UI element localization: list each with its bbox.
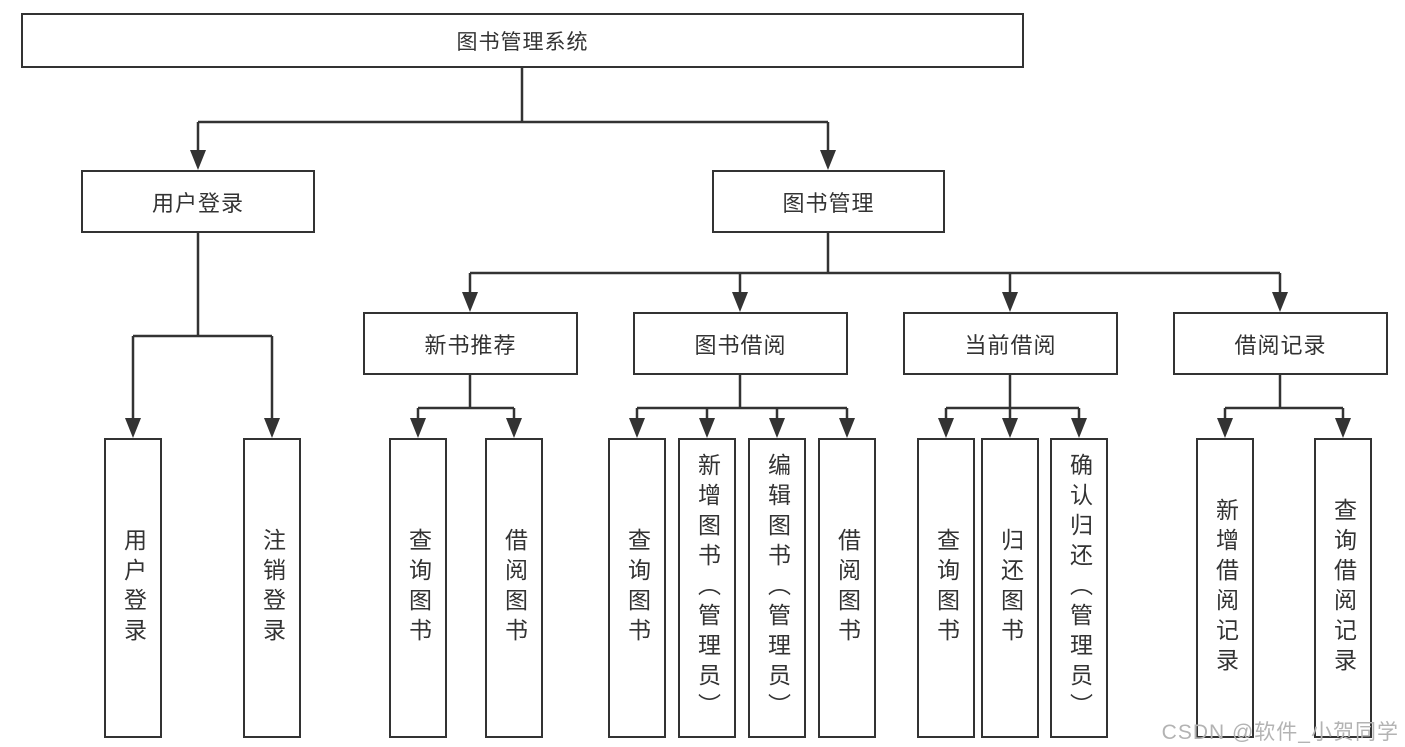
node-current-borrow-label: 当前借阅 — [964, 332, 1057, 358]
connector-user-login-to-leaves — [125, 233, 280, 438]
node-book-borrow-label: 图书借阅 — [694, 332, 787, 358]
node-new-book-recommend: 新书推荐 — [363, 312, 578, 375]
leaf-add-book-admin: 新增图书（管理员） — [678, 438, 736, 738]
leaf-borrow-borrow-book: 借阅图书 — [818, 438, 876, 738]
leaf-add-borrow-record: 新增借阅记录 — [1196, 438, 1254, 738]
node-book-borrow: 图书借阅 — [633, 312, 848, 375]
leaf-recommend-query-book: 查询图书 — [389, 438, 447, 738]
leaf-return-book-label: 归还图书 — [997, 528, 1024, 648]
leaf-add-book-admin-label: 新增图书（管理员） — [694, 453, 721, 723]
leaf-return-book: 归还图书 — [981, 438, 1039, 738]
leaf-edit-book-admin: 编辑图书（管理员） — [748, 438, 806, 738]
leaf-borrow-query-book: 查询图书 — [608, 438, 666, 738]
node-new-book-recommend-label: 新书推荐 — [424, 332, 517, 358]
leaf-current-query-book-label: 查询图书 — [933, 528, 960, 648]
node-borrow-records-label: 借阅记录 — [1234, 332, 1327, 358]
leaf-confirm-return-admin-label: 确认归还（管理员） — [1066, 453, 1093, 723]
connector-root-to-level2 — [190, 68, 836, 170]
node-root-label: 图书管理系统 — [456, 30, 589, 54]
connector-borrow-records-to-leaves — [1217, 375, 1351, 438]
connector-book-management-to-level3 — [462, 233, 1288, 312]
leaf-logout: 注销登录 — [243, 438, 301, 738]
leaf-logout-label: 注销登录 — [259, 528, 286, 648]
connector-new-book-recommend-to-leaves — [410, 375, 522, 438]
leaf-query-borrow-record: 查询借阅记录 — [1314, 438, 1372, 738]
node-user-login-label: 用户登录 — [151, 190, 244, 216]
leaf-borrow-borrow-book-label: 借阅图书 — [834, 528, 861, 648]
leaf-recommend-borrow-book-label: 借阅图书 — [501, 528, 528, 648]
node-user-login: 用户登录 — [81, 170, 315, 233]
leaf-recommend-borrow-book: 借阅图书 — [485, 438, 543, 738]
leaf-edit-book-admin-label: 编辑图书（管理员） — [764, 453, 791, 723]
leaf-confirm-return-admin: 确认归还（管理员） — [1050, 438, 1108, 738]
leaf-current-query-book: 查询图书 — [917, 438, 975, 738]
node-root: 图书管理系统 — [21, 13, 1024, 68]
leaf-query-borrow-record-label: 查询借阅记录 — [1330, 498, 1357, 678]
node-book-management: 图书管理 — [712, 170, 945, 233]
node-borrow-records: 借阅记录 — [1173, 312, 1388, 375]
connector-book-borrow-to-leaves — [629, 375, 855, 438]
node-book-management-label: 图书管理 — [782, 190, 875, 216]
connector-current-borrow-to-leaves — [938, 375, 1087, 438]
leaf-user-login-label: 用户登录 — [120, 528, 147, 648]
csdn-watermark: CSDN @软件_小贺同学 — [1161, 721, 1399, 744]
leaf-borrow-query-book-label: 查询图书 — [624, 528, 651, 648]
leaf-user-login: 用户登录 — [104, 438, 162, 738]
leaf-add-borrow-record-label: 新增借阅记录 — [1212, 498, 1239, 678]
leaf-recommend-query-book-label: 查询图书 — [405, 528, 432, 648]
node-current-borrow: 当前借阅 — [903, 312, 1118, 375]
